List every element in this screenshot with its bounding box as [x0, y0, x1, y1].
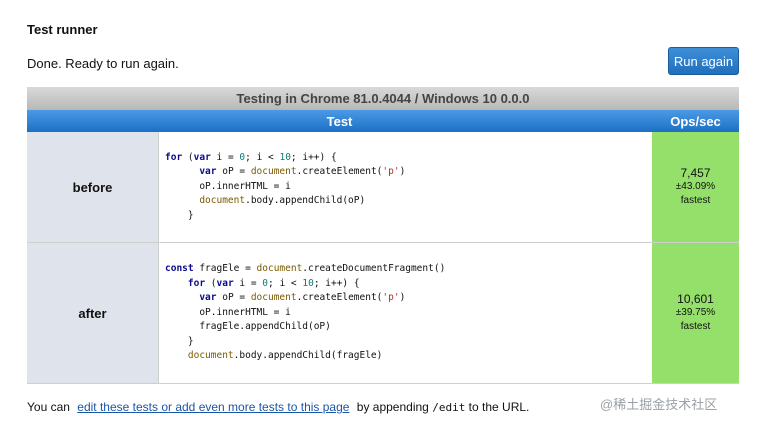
- code-line: oP.innerHTML = i: [165, 306, 291, 318]
- code-line: var oP = document.createElement('p'): [199, 166, 406, 178]
- ops-value: 10,601: [677, 292, 714, 306]
- table-row: before for (var i = 0; i < 10; i++) { va…: [27, 132, 739, 243]
- test-code: const fragEle = document.createDocumentF…: [159, 243, 652, 383]
- footer-prefix: You can: [27, 400, 70, 414]
- results-table: Testing in Chrome 81.0.4044 / Windows 10…: [27, 87, 739, 384]
- footer-code: /edit: [432, 401, 466, 414]
- code-line: document.body.appendChild(fragEle): [187, 350, 383, 362]
- code-line: const fragEle = document.createDocumentF…: [165, 263, 446, 275]
- code-line: for (var i = 0; i < 10; i++) {: [165, 151, 337, 163]
- code-line: for (var i = 0; i < 10; i++) {: [187, 277, 360, 289]
- code-line: document.body.appendChild(oP): [199, 195, 366, 207]
- test-name: before: [27, 132, 159, 242]
- code-line: oP.innerHTML = i: [165, 180, 291, 192]
- column-header-ops: Ops/sec: [670, 113, 721, 129]
- ops-cell: 10,601 ±39.75% fastest: [652, 243, 739, 383]
- status-text: Done. Ready to run again.: [27, 56, 179, 71]
- code-line: }: [165, 335, 194, 347]
- run-again-button[interactable]: Run again: [668, 47, 739, 75]
- code-line: fragEle.appendChild(oP): [165, 321, 331, 333]
- ops-value: 7,457: [680, 166, 711, 180]
- footer-note: You can edit these tests or add even mor…: [27, 400, 529, 414]
- ops-rank: fastest: [680, 321, 711, 332]
- table-row: after const fragEle = document.createDoc…: [27, 243, 739, 384]
- ops-error: ±39.75%: [675, 307, 716, 318]
- watermark-text: @稀土掘金技术社区: [600, 397, 718, 412]
- test-code: for (var i = 0; i < 10; i++) { var oP = …: [159, 132, 652, 242]
- code-line: }: [165, 209, 194, 221]
- code-line: var oP = document.createElement('p'): [199, 292, 406, 304]
- edit-tests-link[interactable]: edit these tests or add even more tests …: [77, 400, 350, 414]
- footer-middle: by appending: [356, 400, 429, 414]
- ops-cell: 7,457 ±43.09% fastest: [652, 132, 739, 242]
- column-header-test: Test: [326, 113, 353, 129]
- ops-rank: fastest: [680, 195, 711, 206]
- page-title: Test runner: [27, 22, 98, 37]
- table-header: Test Ops/sec: [27, 110, 739, 132]
- ops-error: ±43.09%: [675, 181, 716, 192]
- table-caption: Testing in Chrome 81.0.4044 / Windows 10…: [27, 87, 739, 110]
- footer-suffix: to the URL.: [468, 400, 530, 414]
- test-name: after: [27, 243, 159, 383]
